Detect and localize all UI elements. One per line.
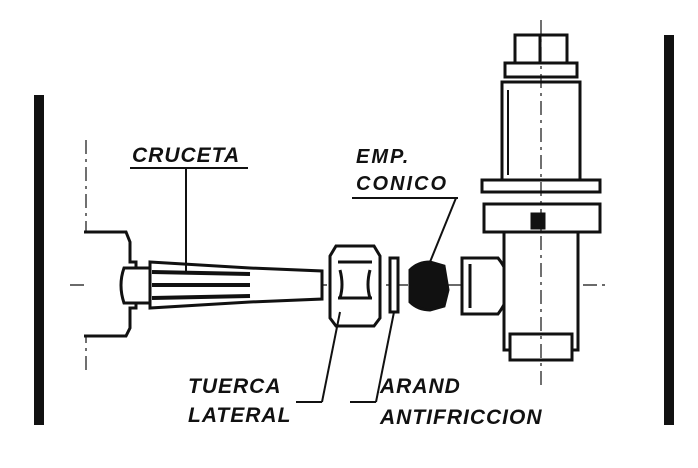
label-tuerca-line1: TUERCA (188, 375, 282, 398)
ball-stud-part (460, 256, 511, 316)
arandela-antifriccion-part (388, 256, 400, 314)
label-emp-line2: CONICO (356, 173, 448, 195)
label-tuerca-line2: LATERAL (188, 404, 291, 427)
label-arand-line2: ANTIFRICCION (379, 406, 543, 429)
right-border-bar (664, 35, 674, 425)
tuerca-lateral-part (328, 244, 382, 328)
cruceta-part (84, 230, 324, 338)
left-border-bar (34, 95, 44, 425)
label-cruceta: CRUCETA (132, 144, 240, 167)
empaque-conico-part (408, 260, 450, 312)
label-emp-line1: EMP. (356, 146, 410, 168)
leader-lines (130, 167, 458, 403)
label-arand-line1: ARAND (379, 375, 461, 398)
